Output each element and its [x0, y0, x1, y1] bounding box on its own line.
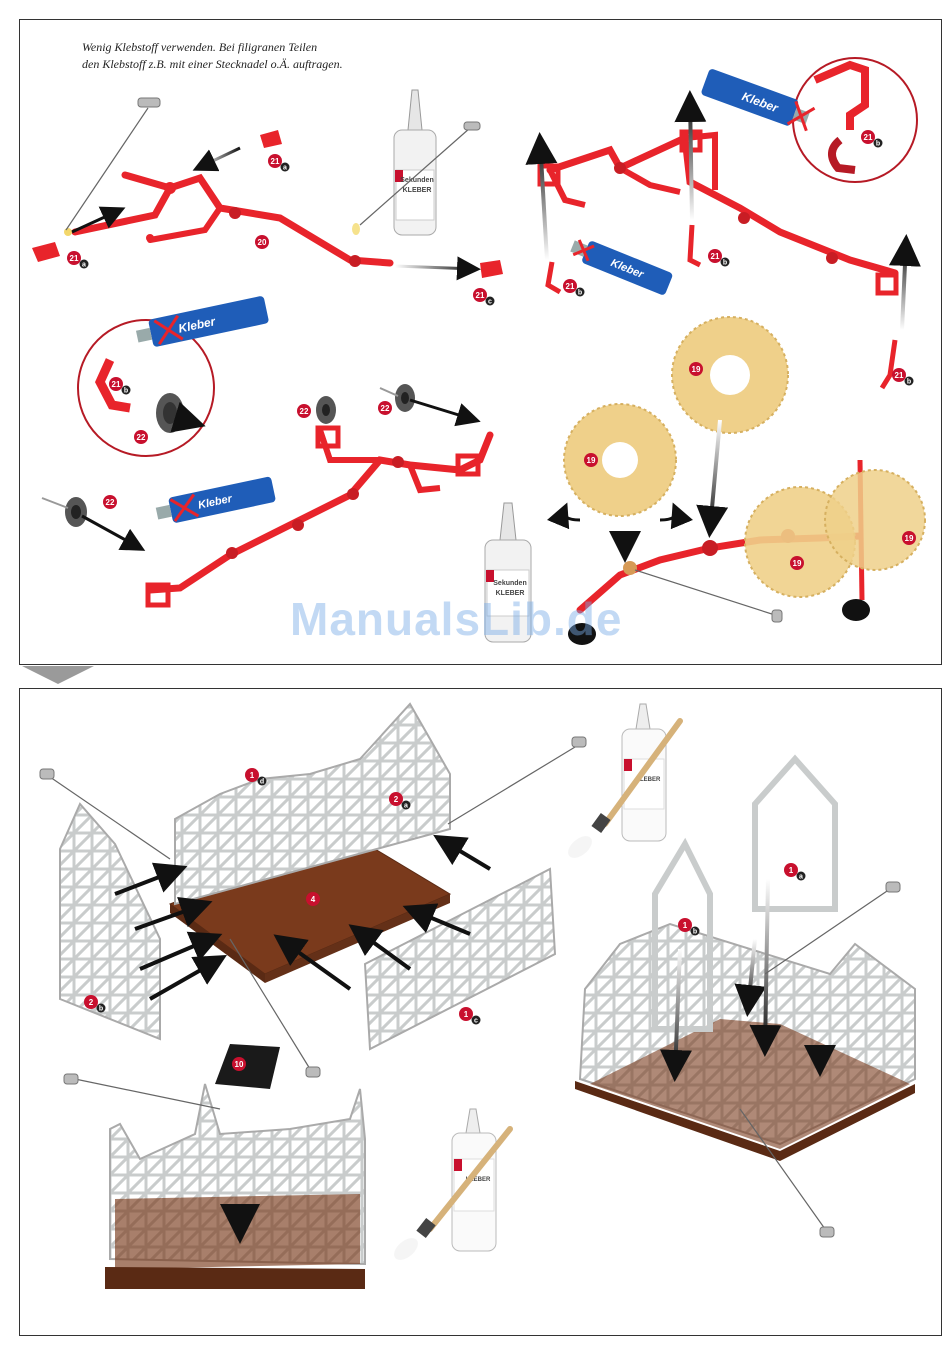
svg-text:4: 4: [311, 895, 316, 904]
svg-text:b: b: [876, 141, 880, 148]
glue-tube-icon: Kleber: [568, 235, 673, 296]
label-1a: 1 a: [784, 863, 806, 881]
disc-19-left: [564, 404, 676, 555]
pin-icon: [66, 98, 160, 230]
label-21a-left: 21 a: [67, 251, 89, 269]
label-19-right-b: 19: [902, 531, 916, 545]
part-21a-right: [260, 130, 282, 148]
part-21c: [480, 260, 503, 278]
watermark: ManualsLib.de: [290, 592, 622, 646]
svg-text:21: 21: [566, 282, 575, 291]
part-21b-right: [882, 340, 895, 388]
arrow-icon: [540, 140, 547, 260]
detail-circle-21b: Kleber: [700, 58, 917, 182]
svg-text:d: d: [260, 779, 264, 786]
svg-text:c: c: [474, 1018, 478, 1025]
arrow-icon: [902, 242, 906, 330]
svg-text:21: 21: [711, 252, 720, 261]
house-right: [575, 924, 915, 1161]
disc-19-right-b: [825, 470, 925, 570]
svg-text:1: 1: [789, 866, 794, 875]
glue-bottle-icon: Sekunden KLEBER: [352, 90, 480, 235]
arrow-icon: [690, 98, 692, 220]
svg-text:19: 19: [587, 456, 596, 465]
svg-text:2: 2: [394, 795, 399, 804]
svg-text:a: a: [404, 803, 408, 810]
pin-icon: [64, 1074, 220, 1109]
svg-text:22: 22: [137, 433, 146, 442]
detail-circle-22: Kleber: [78, 295, 269, 456]
label-4: 4: [306, 892, 320, 906]
roof-piece-10: [215, 1044, 280, 1089]
svg-text:20: 20: [258, 238, 267, 247]
wheel-22-b: [380, 384, 475, 420]
part-21a-left: [32, 228, 72, 262]
svg-text:1: 1: [683, 921, 688, 930]
top-illustration: 20 21 a 21 a 21 c Sekunden KLEBER: [20, 20, 941, 664]
wheel-22-c: [42, 497, 140, 548]
house-left: [105, 1084, 365, 1289]
svg-text:2: 2: [89, 998, 94, 1007]
label-22-a: 22: [297, 404, 311, 418]
svg-text:21: 21: [112, 380, 121, 389]
svg-text:KLEBER: KLEBER: [403, 187, 432, 194]
bottom-assembly-panel: 4 1 d 2 a 2 b 1 c: [19, 688, 942, 1336]
svg-text:22: 22: [106, 498, 115, 507]
glue-tube-icon: Kleber: [154, 476, 276, 526]
pin-icon: [448, 737, 586, 824]
label-20: 20: [255, 235, 269, 249]
label-21a-top: 21 a: [268, 154, 290, 172]
label-21b-right: 21 b: [892, 368, 914, 386]
arrow-icon: [440, 839, 490, 869]
svg-text:b: b: [99, 1006, 103, 1013]
label-22-b: 22: [378, 401, 392, 415]
svg-text:22: 22: [300, 407, 309, 416]
svg-text:21: 21: [476, 291, 485, 300]
label-10: 10: [232, 1057, 246, 1071]
svg-text:21: 21: [895, 371, 904, 380]
part-21b-mid: [690, 225, 700, 265]
label-22-c: 22: [103, 495, 117, 509]
svg-text:22: 22: [381, 404, 390, 413]
label-21c: 21 c: [473, 288, 495, 306]
svg-text:21: 21: [271, 157, 280, 166]
label-21b-left: 21 b: [563, 279, 585, 297]
label-19-right-a: 19: [790, 556, 804, 570]
svg-text:b: b: [693, 929, 697, 936]
top-assembly-panel: Wenig Klebstoff verwenden. Bei filigrane…: [19, 19, 942, 665]
label-1c: 1 c: [459, 1007, 481, 1025]
svg-text:b: b: [723, 260, 727, 267]
svg-text:1: 1: [464, 1010, 469, 1019]
arrow-icon: [395, 266, 475, 269]
label-19-top: 19: [689, 362, 703, 376]
continue-arrow-icon: [22, 666, 94, 688]
svg-text:Sekunden: Sekunden: [493, 580, 526, 587]
label-21b-mid: 21 b: [708, 249, 730, 267]
arrow-icon: [198, 148, 240, 168]
svg-text:21: 21: [70, 254, 79, 263]
svg-text:a: a: [799, 874, 803, 881]
svg-text:19: 19: [793, 559, 802, 568]
label-19-left: 19: [584, 453, 598, 467]
svg-text:19: 19: [692, 365, 701, 374]
svg-text:Sekunden: Sekunden: [400, 177, 433, 184]
svg-text:b: b: [907, 379, 911, 386]
svg-text:a: a: [283, 165, 287, 172]
svg-text:b: b: [578, 290, 582, 297]
svg-text:19: 19: [905, 534, 914, 543]
svg-text:b: b: [124, 388, 128, 395]
svg-text:1: 1: [250, 771, 255, 780]
svg-text:a: a: [82, 262, 86, 269]
part-21b-left: [548, 262, 560, 292]
frame-part-20: [75, 175, 390, 267]
glue-bottle-icon: KLEBER: [452, 1109, 496, 1251]
svg-text:21: 21: [864, 133, 873, 142]
svg-text:c: c: [488, 299, 492, 306]
bottom-illustration: 4 1 d 2 a 2 b 1 c: [20, 689, 941, 1335]
wheel-22-a: [316, 396, 336, 424]
wall-2b: [60, 804, 160, 1039]
svg-text:10: 10: [235, 1060, 244, 1069]
label-22-circle: 22: [134, 430, 148, 444]
